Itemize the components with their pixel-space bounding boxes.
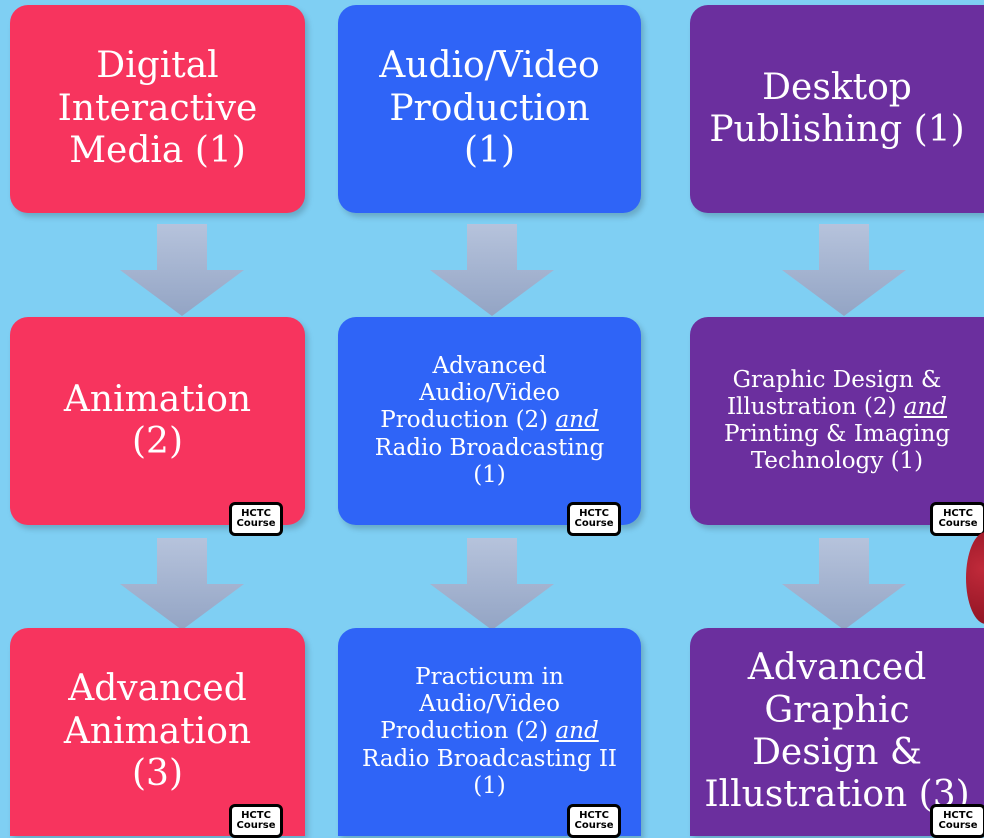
box-label: Practicum in Audio/Video Production (2) … (338, 664, 641, 800)
badge-line1: HCTC (241, 810, 271, 821)
down-arrow-icon (120, 224, 244, 316)
box-animation: Animation (2) HCTC Course (10, 317, 305, 536)
badge-line2: Course (236, 820, 276, 831)
box-text-part: Printing & Imaging Technology (1) (723, 421, 951, 475)
badge-line1: HCTC (943, 508, 973, 519)
box-label: Animation (2) (63, 378, 252, 462)
and-emphasis: and (555, 718, 599, 745)
hctc-course-badge: HCTC Course (930, 502, 984, 536)
box-label: Advanced Animation (3) (63, 668, 252, 795)
and-emphasis: and (903, 393, 948, 420)
box-desktop-publishing: Desktop Publishing (1) (690, 5, 984, 213)
badge-line2: Course (938, 518, 978, 529)
box-text-part: Radio Broadcasting II (1) (362, 745, 617, 799)
down-arrow-icon (782, 538, 906, 630)
down-arrow-icon (430, 224, 554, 316)
hctc-course-badge: HCTC Course (930, 804, 984, 838)
box-advanced-audio-video: Advanced Audio/Video Production (2) and … (338, 317, 641, 536)
box-text-part: Practicum in Audio/Video Production (2) (380, 664, 564, 745)
box-text-part: Radio Broadcasting (1) (374, 434, 605, 488)
hctc-course-badge: HCTC Course (229, 804, 283, 838)
badge-line1: HCTC (579, 810, 609, 821)
box-practicum-audio-video: Practicum in Audio/Video Production (2) … (338, 628, 641, 838)
hctc-course-badge: HCTC Course (567, 804, 621, 838)
badge-line1: HCTC (579, 508, 609, 519)
badge-line2: Course (938, 820, 978, 831)
box-label: Desktop Publishing (1) (709, 66, 965, 150)
box-label: Graphic Design & Illustration (2) and Pr… (690, 367, 984, 476)
box-digital-interactive-media: Digital Interactive Media (1) (10, 5, 305, 213)
down-arrow-icon (782, 224, 906, 316)
hctc-course-badge: HCTC Course (567, 502, 621, 536)
box-graphic-design-illustration: Graphic Design & Illustration (2) and Pr… (690, 317, 984, 536)
box-label: Advanced Graphic Design & Illustration (… (704, 647, 970, 816)
badge-line2: Course (574, 518, 614, 529)
badge-line1: HCTC (943, 810, 973, 821)
hctc-course-badge: HCTC Course (229, 502, 283, 536)
badge-line2: Course (236, 518, 276, 529)
box-text-part: Advanced Audio/Video Production (2) (380, 353, 560, 434)
box-audio-video-production: Audio/Video Production (1) (338, 5, 641, 213)
box-label: Advanced Audio/Video Production (2) and … (338, 353, 641, 489)
and-emphasis: and (555, 407, 599, 434)
box-label: Audio/Video Production (1) (379, 45, 600, 172)
down-arrow-icon (120, 538, 244, 630)
apple-icon (966, 532, 984, 624)
box-advanced-graphic-design: Advanced Graphic Design & Illustration (… (690, 628, 984, 838)
box-advanced-animation: Advanced Animation (3) HCTC Course (10, 628, 305, 838)
badge-line2: Course (574, 820, 614, 831)
box-text-part: Graphic Design & Illustration (2) (726, 366, 942, 420)
box-label: Digital Interactive Media (1) (57, 45, 258, 172)
down-arrow-icon (430, 538, 554, 630)
badge-line1: HCTC (241, 508, 271, 519)
